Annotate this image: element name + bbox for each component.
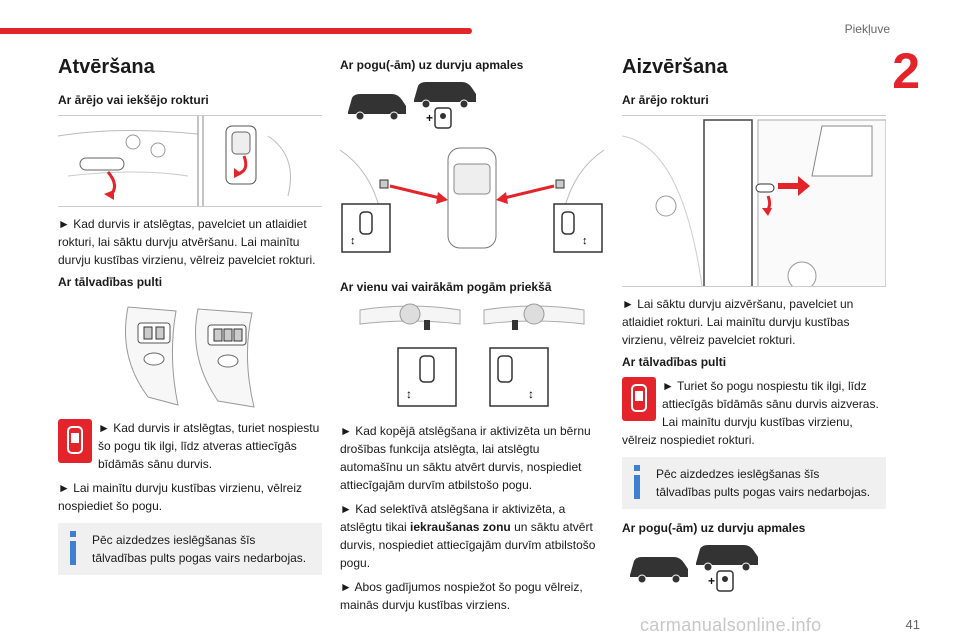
front-buttons-heading: Ar vienu vai vairākām pogām priekšā [340,280,552,294]
svg-text:↕: ↕ [582,235,588,247]
closing-info-note: Pēc aizdedzes ieslēgšanas šīs tālvadības… [622,457,886,509]
svg-text:+: + [708,574,715,588]
remote-close-instruction: ► Turiet šo pogu nospiestu tik ilgi, līd… [622,377,886,449]
opening-handle-heading: Ar ārējo vai iekšējo rokturi [58,93,209,107]
info-icon [70,531,76,565]
remote-info-text: Pēc aizdedzes ieslēgšanas šīs tālvadības… [92,533,307,565]
front-buttons-text-1: ► Kad kopējā atslēgšana ir aktivizēta un… [340,424,591,492]
svg-text:+: + [426,111,433,125]
remote-sliding-door-close-icon [622,377,656,421]
remote-reverse-text: ► Lai mainītu durvju kustības virzienu, … [58,481,302,513]
svg-text:↕: ↕ [350,235,356,247]
front-buttons-text-3: ► Abos gadījumos nospiežot šo pogu vēlre… [340,580,583,612]
opening-handle-text: ► Kad durvis ir atslēgtas, pavelciet un … [58,217,316,267]
remote-info-note: Pēc aizdedzes ieslēgšanas šīs tālvadības… [58,523,322,575]
chapter-number: 2 [892,43,920,99]
svg-text:↕: ↕ [406,387,412,401]
remote-key-illustration [58,297,322,409]
watermark: carmanualsonline.info [640,615,822,635]
loading-zone-term: iekraušanas zonu [410,520,511,534]
column-pillar-buttons: Ar pogu(-ām) uz durvju apmales + [340,56,604,620]
closing-remote-heading: Ar tālvadības pulti [622,355,727,369]
remote-close-text: ► Turiet šo pogu nospiestu tik ilgi, līd… [622,379,879,447]
front-buttons-illustration: ↕ ↕ [340,302,604,412]
closing-info-text: Pēc aizdedzes ieslēgšanas šīs tālvadības… [656,467,871,499]
remote-sliding-door-button-icon [58,419,92,463]
opening-remote-heading: Ar tālvadības pulti [58,275,163,289]
pillar-buttons-illustration: ↕ ↕ [340,140,604,268]
closing-pillar-heading: Ar pogu(-ām) uz durvju apmales [622,521,806,535]
pillar-buttons-heading: Ar pogu(-ām) uz durvju apmales [340,58,524,72]
page-number: 41 [905,617,920,632]
section-title: Piekļuve [844,22,890,36]
closing-vehicle-versions-illustration: + [622,543,886,593]
header-accent-bar [0,28,472,34]
info-icon [634,465,640,499]
vehicle-versions-illustration: + [340,80,604,130]
remote-open-instruction: ► Kad durvis ir atslēgtas, turiet nospie… [58,419,322,515]
front-buttons-text-2: ► Kad selektīvā atslēgšana ir aktivizēta… [340,502,596,570]
door-handle-illustration [58,115,322,207]
closing-title: Aizvēršana [622,56,728,78]
column-opening: Atvēršana Ar ārējo vai iekšējo rokturi ►… [58,56,322,583]
column-closing: Aizvēršana Ar ārējo rokturi ► Lai sāktu … [622,56,886,603]
svg-text:↕: ↕ [528,387,534,401]
closing-handle-illustration [622,115,886,287]
closing-handle-text: ► Lai sāktu durvju aizvēršanu, pavelciet… [622,297,854,347]
remote-open-text: ► Kad durvis ir atslēgtas, turiet nospie… [98,421,320,471]
opening-title: Atvēršana [58,56,155,78]
closing-handle-heading: Ar ārējo rokturi [622,93,709,107]
